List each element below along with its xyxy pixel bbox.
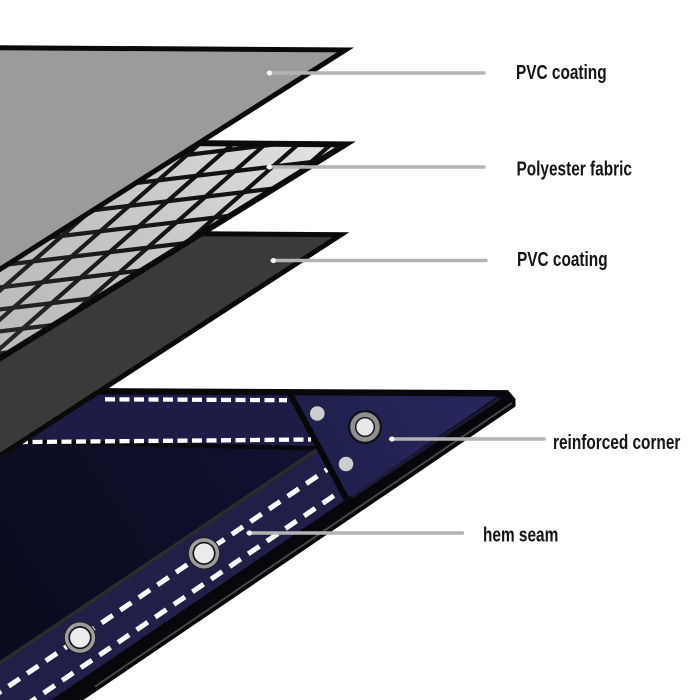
svg-text:PVC coating: PVC coating	[517, 248, 608, 270]
svg-text:hem seam: hem seam	[483, 524, 558, 546]
svg-text:Polyester fabric: Polyester fabric	[517, 158, 632, 180]
svg-text:reinforced corner: reinforced corner	[553, 431, 680, 453]
svg-text:PVC coating: PVC coating	[516, 61, 607, 83]
